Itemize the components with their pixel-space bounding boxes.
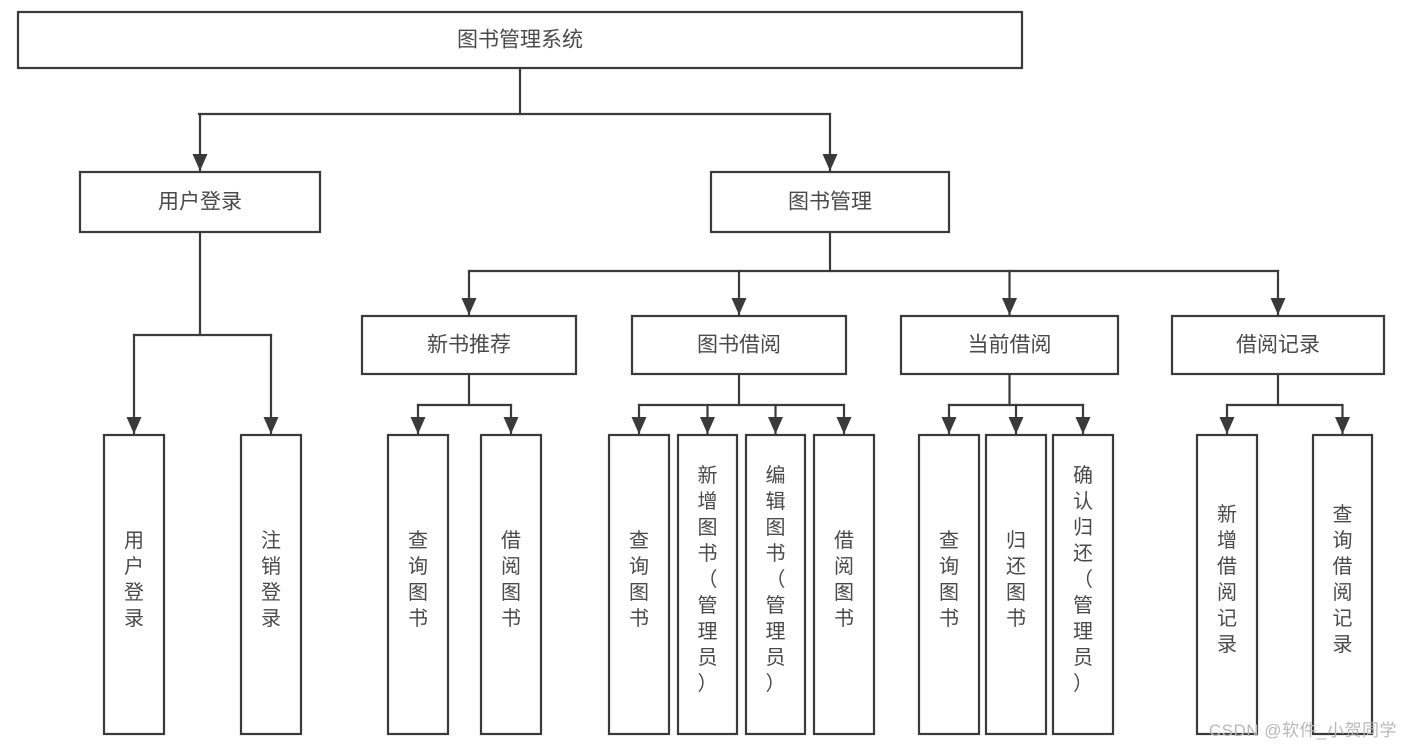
node-bookmgmt[interactable]: 图书管理	[709, 170, 951, 234]
node-box-leaf7[interactable]	[744, 433, 807, 736]
node-box-leaf13[interactable]	[1311, 433, 1374, 736]
node-leaf12[interactable]: 新增借阅记录	[1195, 433, 1259, 736]
node-box-leaf8[interactable]	[812, 433, 876, 736]
node-label-login: 用户登录	[158, 191, 242, 214]
connector-bus-records	[1219, 372, 1350, 436]
node-box-leaf4[interactable]	[479, 433, 543, 736]
node-leaf3[interactable]: 查询图书	[386, 433, 450, 736]
node-label-leaf11: 确认归还（管理员）	[1073, 464, 1093, 695]
node-borrow[interactable]: 图书借阅	[630, 314, 848, 376]
node-box-bookmgmt[interactable]	[709, 170, 951, 234]
node-leaf10[interactable]: 归还图书	[984, 433, 1048, 736]
node-label-leaf8: 借阅图书	[834, 529, 854, 630]
node-box-login[interactable]	[78, 170, 322, 234]
node-root[interactable]: 图书管理系统	[16, 10, 1024, 70]
connector-bus-newbook	[410, 372, 519, 436]
node-box-leaf2[interactable]	[239, 433, 303, 736]
node-box-leaf1[interactable]	[102, 433, 166, 736]
node-label-root: 图书管理系统	[457, 29, 583, 52]
node-box-leaf3[interactable]	[386, 433, 450, 736]
node-leaf1[interactable]: 用户登录	[102, 433, 166, 736]
node-label-leaf12: 新增借阅记录	[1217, 503, 1237, 656]
node-leaf13[interactable]: 查询借阅记录	[1311, 433, 1374, 736]
node-label-newbook: 新书推荐	[427, 334, 511, 357]
node-label-bookmgmt: 图书管理	[788, 191, 872, 214]
node-label-leaf6: 新增图书（管理员）	[698, 464, 718, 695]
node-label-leaf13: 查询借阅记录	[1333, 503, 1353, 656]
node-label-leaf7: 编辑图书（管理员）	[766, 464, 786, 695]
connector-bus-current	[941, 372, 1091, 436]
node-label-records: 借阅记录	[1236, 334, 1320, 357]
node-current[interactable]: 当前借阅	[899, 314, 1120, 376]
node-box-leaf12[interactable]	[1195, 433, 1259, 736]
connector-layer	[126, 66, 1350, 436]
node-box-leaf11[interactable]	[1051, 433, 1115, 736]
node-layer: 图书管理系统用户登录图书管理新书推荐图书借阅当前借阅借阅记录用户登录注销登录查询…	[16, 10, 1386, 736]
node-leaf8[interactable]: 借阅图书	[812, 433, 876, 736]
node-label-leaf10: 归还图书	[1006, 529, 1026, 630]
connector-bus-borrow	[631, 372, 852, 436]
node-label-leaf1: 用户登录	[124, 530, 144, 630]
connector-bus-root	[192, 66, 838, 173]
node-box-leaf10[interactable]	[984, 433, 1048, 736]
node-newbook[interactable]: 新书推荐	[360, 314, 578, 376]
node-label-leaf9: 查询图书	[939, 529, 959, 630]
node-box-borrow[interactable]	[630, 314, 848, 376]
node-leaf6[interactable]: 新增图书（管理员）	[676, 433, 739, 736]
node-login[interactable]: 用户登录	[78, 170, 322, 234]
csdn-watermark: CSDN @软件_小贺同学	[1208, 721, 1397, 740]
node-records[interactable]: 借阅记录	[1170, 314, 1386, 376]
connector-bus-login	[126, 230, 279, 436]
node-box-current[interactable]	[899, 314, 1120, 376]
node-leaf2[interactable]: 注销登录	[239, 433, 303, 736]
node-box-leaf9[interactable]	[917, 433, 981, 736]
node-box-newbook[interactable]	[360, 314, 578, 376]
node-label-leaf3: 查询图书	[408, 529, 428, 630]
node-box-records[interactable]	[1170, 314, 1386, 376]
node-label-borrow: 图书借阅	[697, 334, 781, 357]
node-leaf5[interactable]: 查询图书	[607, 433, 671, 736]
node-leaf9[interactable]: 查询图书	[917, 433, 981, 736]
node-box-leaf6[interactable]	[676, 433, 739, 736]
node-box-root[interactable]	[16, 10, 1024, 70]
node-label-leaf4: 借阅图书	[501, 529, 521, 630]
node-leaf7[interactable]: 编辑图书（管理员）	[744, 433, 807, 736]
node-label-current: 当前借阅	[968, 334, 1052, 357]
node-label-leaf2: 注销登录	[261, 529, 281, 630]
node-leaf4[interactable]: 借阅图书	[479, 433, 543, 736]
node-label-leaf5: 查询图书	[629, 529, 649, 630]
connector-bus-bookmgmt	[461, 230, 1286, 317]
node-leaf11[interactable]: 确认归还（管理员）	[1051, 433, 1115, 736]
node-box-leaf5[interactable]	[607, 433, 671, 736]
